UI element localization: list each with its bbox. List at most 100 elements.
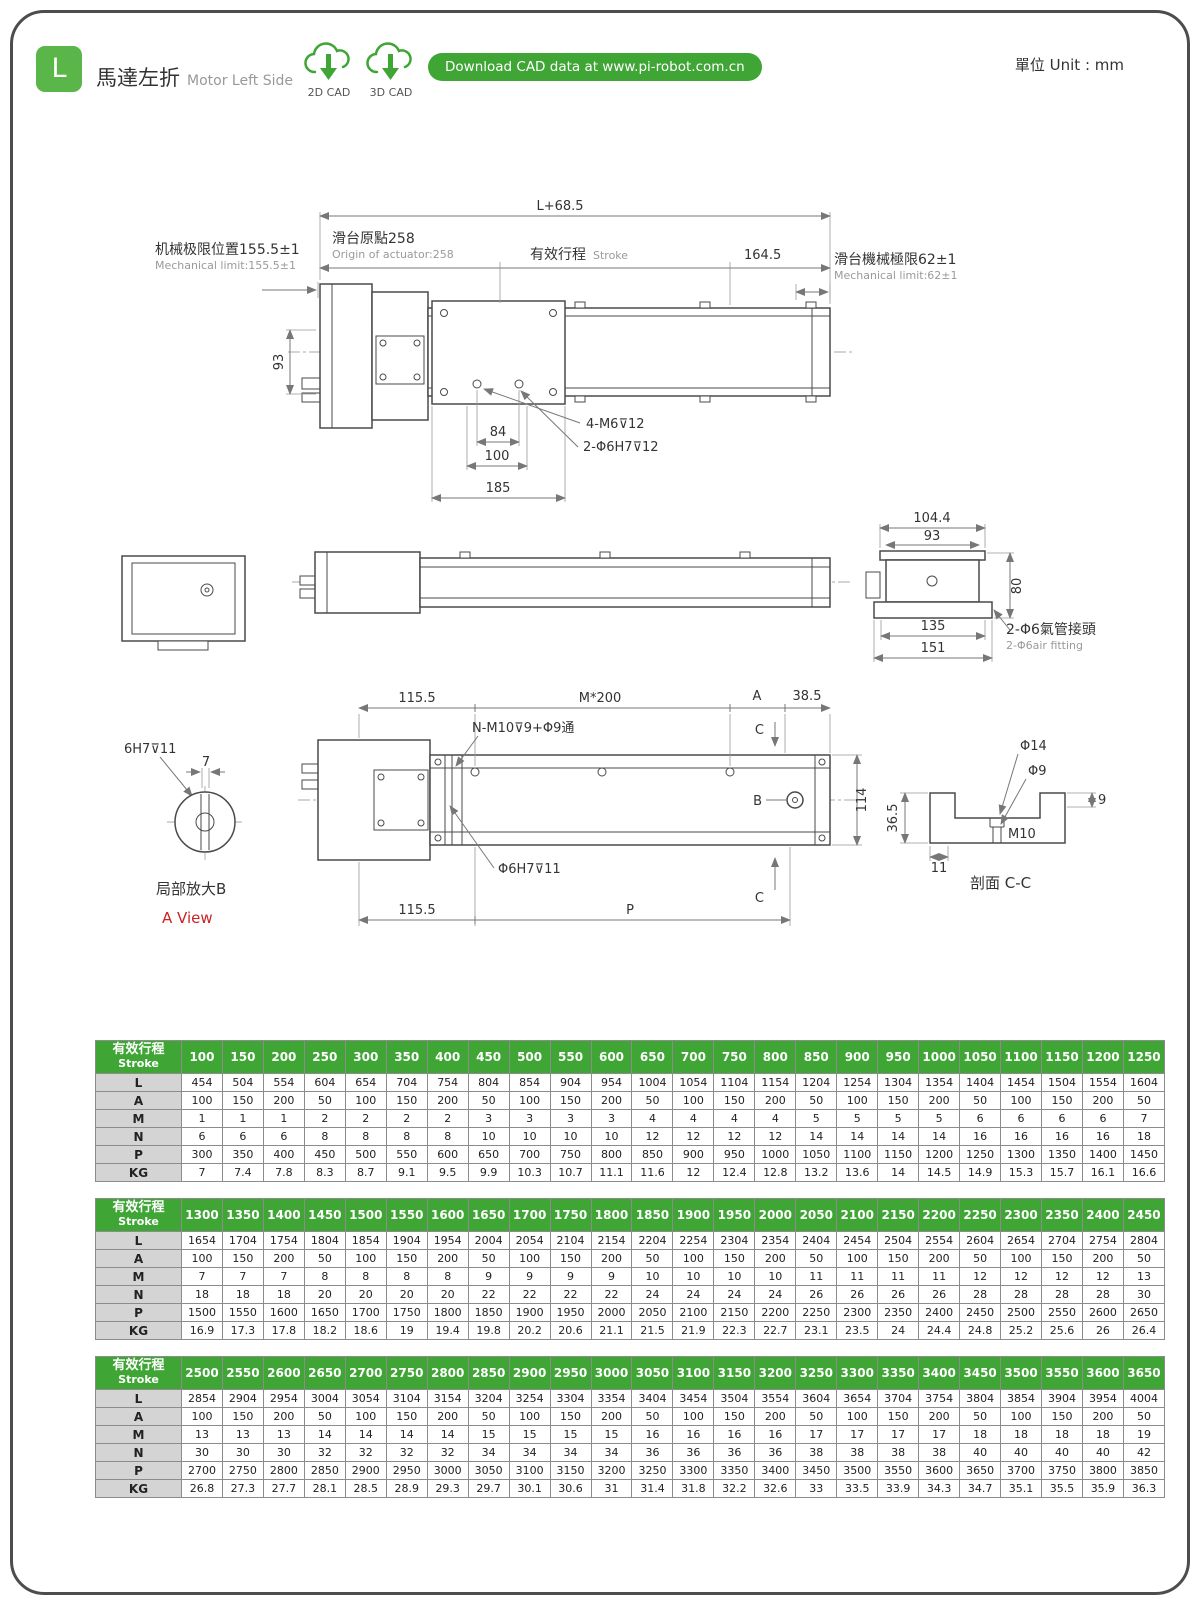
dim-104-4: 104.4	[913, 511, 950, 526]
spec-cell: 150	[713, 1407, 756, 1426]
stroke-col-header: 3000	[590, 1356, 633, 1390]
spec-cell: 13	[262, 1425, 305, 1444]
spec-cell: 7	[1122, 1109, 1166, 1128]
spec-cell: 14	[344, 1425, 387, 1444]
spec-cell: 34	[467, 1443, 510, 1462]
dim-164-5: 164.5	[744, 248, 781, 263]
spec-cell: 904	[549, 1073, 592, 1092]
spec-cell: 14	[426, 1425, 469, 1444]
dim-93-width: 93	[924, 529, 941, 544]
spec-cell: 954	[590, 1073, 633, 1092]
spec-cell: 3000	[426, 1461, 469, 1480]
dim-9: 9	[1098, 793, 1106, 808]
spec-cell: 854	[508, 1073, 551, 1092]
spec-cell: 12	[672, 1163, 715, 1182]
spec-cell: 21.5	[631, 1321, 674, 1340]
spec-cell: 1500	[181, 1303, 223, 1322]
spec-cell: 150	[1041, 1407, 1083, 1426]
air-fitting-en: 2-Φ6air fitting	[1006, 639, 1083, 652]
stroke-col-header: 2100	[836, 1198, 879, 1232]
stroke-col-header: 2500	[181, 1356, 223, 1390]
spec-cell: 1050	[795, 1145, 838, 1164]
spec-cell: 17	[795, 1425, 838, 1444]
spec-cell: 200	[754, 1407, 797, 1426]
spec-cell: 3104	[385, 1389, 428, 1408]
spec-cell: 1100	[836, 1145, 879, 1164]
stroke-col-header: 500	[508, 1040, 551, 1074]
spec-cell: 1104	[713, 1073, 756, 1092]
spec-cell: 2354	[754, 1231, 797, 1250]
spec-cell: 2150	[713, 1303, 756, 1322]
spec-cell: 100	[181, 1091, 223, 1110]
spec-cell: 2054	[508, 1231, 551, 1250]
spec-cell: 15	[508, 1425, 551, 1444]
spec-cell: 200	[918, 1249, 961, 1268]
spec-cell: 1254	[836, 1073, 879, 1092]
spec-cell: 17	[918, 1425, 961, 1444]
spec-cell: 30	[221, 1443, 264, 1462]
stroke-col-header: 2050	[795, 1198, 838, 1232]
spec-cell: 150	[549, 1407, 592, 1426]
stroke-col-header: 600	[590, 1040, 633, 1074]
spec-cell: 22.3	[713, 1321, 756, 1340]
spec-cell: 2	[385, 1109, 428, 1128]
stroke-col-header: 2550	[221, 1356, 264, 1390]
spec-cell: 14	[877, 1127, 920, 1146]
spec-cell: 11	[795, 1267, 838, 1286]
row-label: A	[95, 1091, 182, 1110]
spec-cell: 3854	[1000, 1389, 1043, 1408]
air-fitting-zh: 2-Φ6氣管接頭	[1006, 621, 1096, 638]
section-c-mark-bottom: C	[755, 891, 764, 906]
spec-cell: 26	[795, 1285, 838, 1304]
spec-cell: 36	[672, 1443, 715, 1462]
stroke-col-header: 900	[836, 1040, 879, 1074]
cad-3d-download[interactable]: 3D CAD	[358, 42, 424, 99]
spec-cell: 3904	[1041, 1389, 1083, 1408]
spec-cell: 2154	[590, 1231, 633, 1250]
spec-cell: 1504	[1041, 1073, 1083, 1092]
spec-cell: 24	[713, 1285, 756, 1304]
dim-m200: M*200	[579, 691, 622, 706]
spec-cell: 3200	[590, 1461, 633, 1480]
spec-cell: 8	[385, 1127, 428, 1146]
spec-cell: 1800	[426, 1303, 469, 1322]
spec-cell: 28	[959, 1285, 1002, 1304]
spec-cell: 24.8	[959, 1321, 1002, 1340]
callout-n-holes: N-M10⊽9+Φ9通	[472, 721, 574, 736]
stroke-col-header: 2900	[508, 1356, 551, 1390]
stroke-col-header: 1450	[303, 1198, 346, 1232]
spec-cell: 50	[795, 1091, 838, 1110]
spec-cell: 14	[918, 1127, 961, 1146]
spec-cell: 100	[836, 1091, 879, 1110]
spec-cell: 2450	[959, 1303, 1002, 1322]
spec-cell: 3504	[713, 1389, 756, 1408]
spec-cell: 10	[549, 1127, 592, 1146]
spec-cell: 100	[1000, 1249, 1043, 1268]
spec-cell: 30	[262, 1443, 305, 1462]
spec-cell: 2954	[262, 1389, 305, 1408]
spec-cell: 15	[549, 1425, 592, 1444]
stroke-col-header: 2000	[754, 1198, 797, 1232]
dim-114: 114	[855, 788, 870, 813]
spec-cell: 50	[631, 1091, 674, 1110]
spec-cell: 30	[181, 1443, 223, 1462]
row-label: P	[95, 1461, 182, 1480]
spec-cell: 32	[385, 1443, 428, 1462]
spec-cell: 29.3	[426, 1479, 469, 1498]
stroke-col-header: 1150	[1041, 1040, 1083, 1074]
stroke-col-header: 1100	[1000, 1040, 1043, 1074]
spec-cell: 350	[221, 1145, 264, 1164]
spec-cell: 14	[877, 1163, 920, 1182]
stroke-col-header: 150	[221, 1040, 264, 1074]
spec-cell: 100	[181, 1407, 223, 1426]
spec-cell: 4	[754, 1109, 797, 1128]
download-cad-button[interactable]: Download CAD data at www.pi-robot.com.cn	[428, 53, 762, 81]
spec-cell: 16.9	[181, 1321, 223, 1340]
dim-11: 11	[931, 861, 948, 876]
cad-3d-label: 3D CAD	[369, 86, 413, 99]
spec-cell: 500	[344, 1145, 387, 1164]
cad-2d-download[interactable]: 2D CAD	[296, 42, 362, 99]
